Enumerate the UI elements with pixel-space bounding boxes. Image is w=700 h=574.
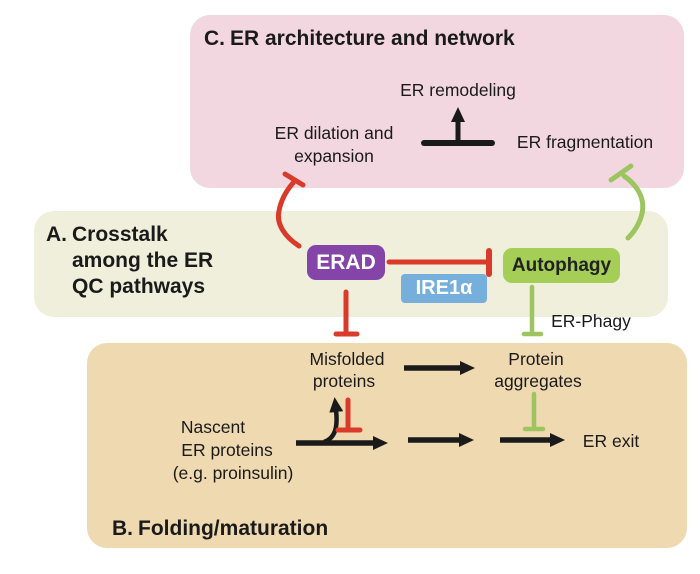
nascent-label-line3: (e.g. proinsulin) (172, 463, 294, 483)
panel-a-title-line2: among the ER (72, 249, 214, 272)
panel-a-prefix: A. (46, 223, 67, 246)
misfolded-label-line1: Misfolded (309, 349, 385, 369)
er-fragmentation-label: ER fragmentation (516, 132, 654, 152)
panel-b-title: B. Folding/maturation (112, 516, 328, 542)
erad-node: ERAD (307, 245, 385, 280)
panel-a-title-line3: QC pathways (72, 275, 206, 298)
panel-er-architecture (190, 15, 684, 188)
er-exit-label: ER exit (582, 431, 640, 451)
panel-c-title-text: ER architecture and network (230, 27, 515, 50)
panel-b-title-text: Folding/maturation (138, 517, 329, 540)
er-phagy-label: ER-Phagy (551, 311, 631, 331)
ire1a-node: IRE1α (401, 274, 487, 303)
panel-a-title-line1: Crosstalk (72, 223, 168, 246)
er-dilation-label-line2: expansion (294, 146, 374, 166)
er-remodeling-label: ER remodeling (400, 80, 516, 100)
aggregates-label-line2: aggregates (494, 371, 582, 391)
autophagy-node: Autophagy (503, 248, 620, 283)
aggregates-label-line1: Protein (508, 349, 564, 369)
panel-c-title: C. ER architecture and network (204, 26, 515, 52)
nascent-label-line2: ER proteins (181, 440, 273, 460)
panel-b-prefix: B. (112, 517, 133, 540)
panel-a-title: A. Crosstalk among the ER QC pathways (46, 222, 213, 300)
er-dilation-label-line1: ER dilation and (274, 123, 394, 143)
nascent-label-line1: Nascent (180, 417, 246, 437)
misfolded-label-line2: proteins (312, 371, 376, 391)
panel-c-prefix: C. (204, 27, 225, 50)
